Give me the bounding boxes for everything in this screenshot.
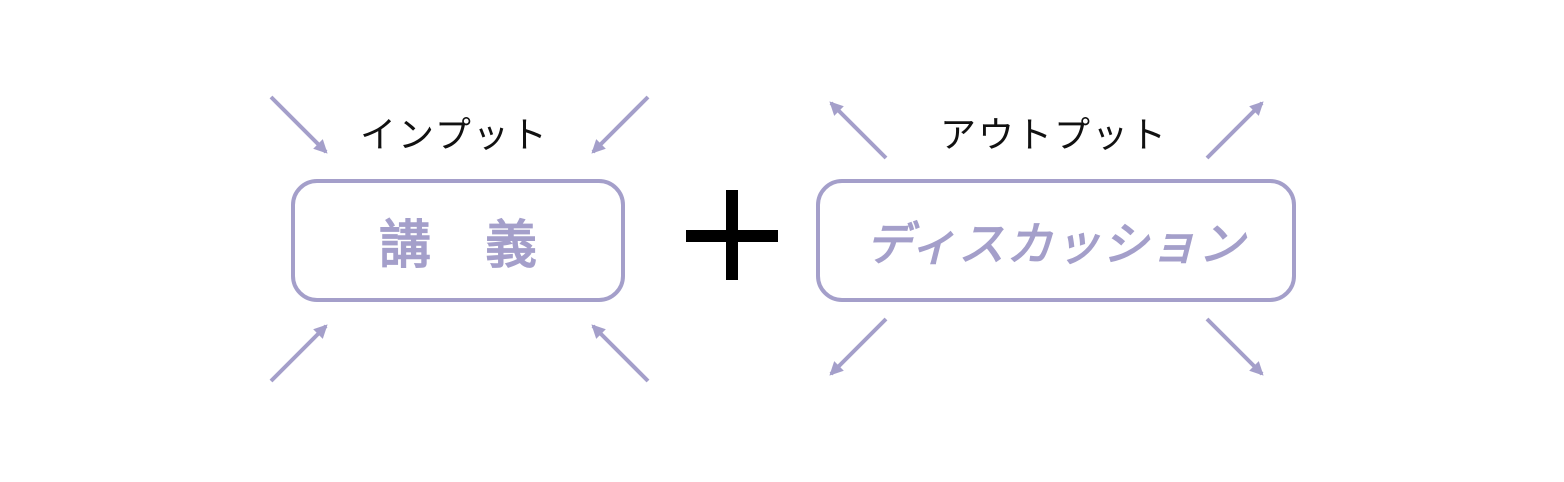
output-arrow-top-left — [829, 101, 888, 160]
input-arrow-top-right — [591, 95, 650, 154]
output-label: アウトプット — [940, 115, 1169, 156]
input-label: インプット — [360, 115, 549, 156]
plus-icon-vertical-bar — [726, 190, 738, 280]
output-arrow-bottom-right — [1205, 317, 1264, 376]
discussion-box: ディスカッション — [816, 179, 1296, 302]
output-arrow-top-right — [1205, 101, 1264, 160]
input-arrow-bottom-right — [591, 324, 650, 383]
lecture-box: 講 義 — [291, 179, 625, 302]
input-arrow-bottom-left — [269, 324, 328, 383]
input-arrow-top-left — [269, 95, 328, 154]
output-arrow-bottom-left — [829, 317, 888, 376]
